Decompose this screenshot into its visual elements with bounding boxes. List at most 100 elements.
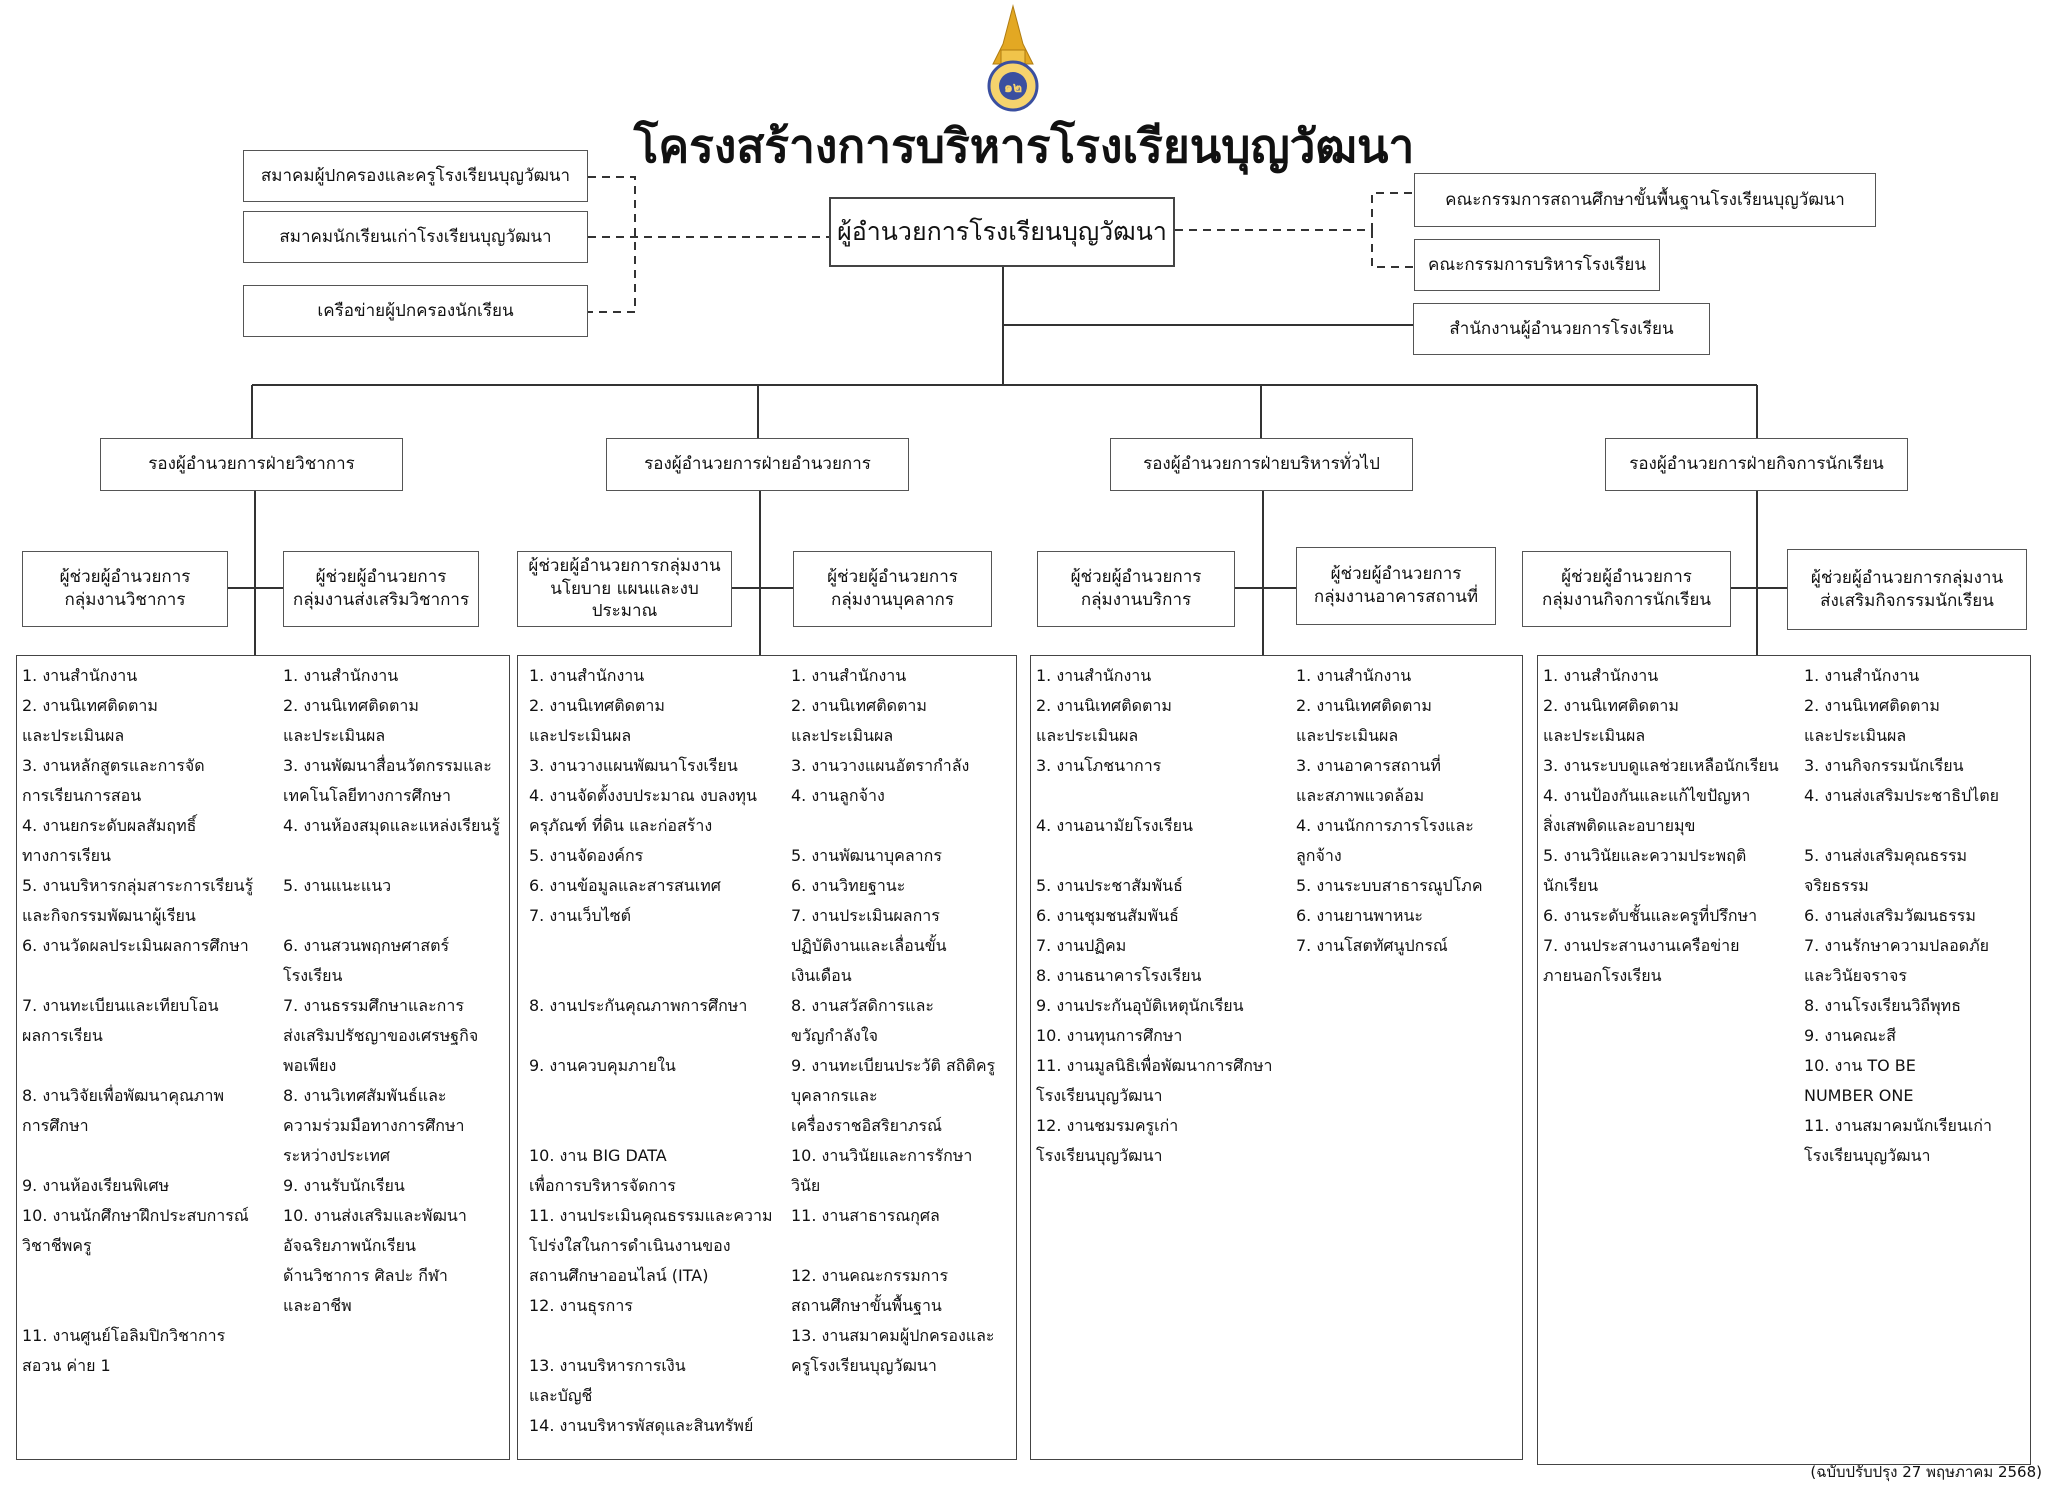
list-item: 4. งานห้องสมุดและแหล่งเรียนรู้: [283, 816, 500, 835]
list-item: 5. งานวินัยและความประพฤติ นักเรียน: [1543, 846, 1747, 895]
list-item: 10. งานนักศึกษาฝึกประสบการณ์ วิชาชีพครู: [22, 1206, 249, 1255]
task-list-student-activities: 1. งานสำนักงาน 2. งานนิเทศติดตาม และประเ…: [1804, 661, 2029, 1171]
list-item: 8. งานสวัสดิการและ ขวัญกำลังใจ: [791, 996, 934, 1045]
list-item: 8. งานวิเทศสัมพันธ์และ ความร่วมมือทางการ…: [283, 1086, 465, 1165]
list-item: 12. งานธุรการ: [529, 1296, 633, 1315]
deputy-student-affairs: รองผู้อำนวยการฝ่ายกิจการนักเรียน: [1605, 438, 1908, 491]
list-item: 6. งานยานพาหนะ: [1296, 906, 1423, 925]
list-item: 4. งานจัดตั้งงบประมาณ งบลงทุน ครุภัณฑ์ ท…: [529, 786, 757, 835]
list-item: 2. งานนิเทศติดตาม และประเมินผล: [22, 696, 158, 745]
deputy-general-affairs: รองผู้อำนวยการฝ่ายบริหารทั่วไป: [1110, 438, 1413, 491]
task-list-personnel: 1. งานสำนักงาน 2. งานนิเทศติดตาม และประเ…: [791, 661, 1015, 1381]
list-item: 7. งานทะเบียนและเทียบโอน ผลการเรียน: [22, 996, 219, 1045]
list-item: 10. งาน BIG DATA เพื่อการบริหารจัดการ: [529, 1146, 676, 1195]
list-item: 5. งานระบบสาธารณูปโภค: [1296, 876, 1483, 895]
assistant-student-affairs: ผู้ช่วยผู้อำนวยการ กลุ่มงานกิจการนักเรีย…: [1522, 551, 1731, 627]
list-item: 7. งานโสตทัศนูปกรณ์: [1296, 936, 1448, 955]
task-list-services: 1. งานสำนักงาน 2. งานนิเทศติดตาม และประเ…: [1036, 661, 1286, 1171]
list-item: 5. งานจัดองค์กร: [529, 846, 644, 865]
list-item: 3. งานกิจกรรมนักเรียน: [1804, 756, 1964, 775]
list-item: 6. งานวัดผลประเมินผลการศึกษา: [22, 936, 249, 955]
list-item: 10. งานวินัยและการรักษา วินัย: [791, 1146, 973, 1195]
list-item: 3. งานระบบดูแลช่วยเหลือนักเรียน: [1543, 756, 1779, 775]
list-item: 12. งานชมรมครูเก่า โรงเรียนบุญวัฒนา: [1036, 1116, 1179, 1165]
list-item: 13. งานสมาคมผู้ปกครองและ ครูโรงเรียนบุญว…: [791, 1326, 995, 1375]
list-item: 1. งานสำนักงาน: [1296, 666, 1412, 685]
assistant-personnel: ผู้ช่วยผู้อำนวยการ กลุ่มงานบุคลากร: [793, 551, 992, 627]
list-item: 6. งานระดับชั้นและครูที่ปรึกษา: [1543, 906, 1758, 925]
list-item: 9. งานห้องเรียนพิเศษ: [22, 1176, 170, 1195]
list-item: 9. งานคณะสี: [1804, 1026, 1896, 1045]
list-item: 8. งานโรงเรียนวิถีพุทธ: [1804, 996, 1961, 1015]
list-item: 2. งานนิเทศติดตาม และประเมินผล: [1543, 696, 1679, 745]
list-item: 7. งานรักษาความปลอดภัย และวินัยจราจร: [1804, 936, 1989, 985]
list-item: 14. งานบริหารพัสดุและสินทรัพย์: [529, 1416, 754, 1435]
list-item: 5. งานแนะแนว: [283, 876, 392, 895]
panel-student-affairs: [1537, 655, 2031, 1465]
committee-school-admin: คณะกรรมการบริหารโรงเรียน: [1414, 239, 1660, 291]
association-parents-teachers: สมาคมผู้ปกครองและครูโรงเรียนบุญวัฒนา: [243, 150, 588, 202]
list-item: 1. งานสำนักงาน: [1036, 666, 1152, 685]
list-item: 3. งานอาคารสถานที่ และสภาพแวดล้อม: [1296, 756, 1441, 805]
list-item: 7. งานธรรมศึกษาและการ ส่งเสริมปรัชญาของเ…: [283, 996, 479, 1075]
director-box: ผู้อำนวยการโรงเรียนบุญวัฒนา: [829, 197, 1175, 267]
list-item: 9. งานทะเบียนประวัติ สถิติครู บุคลากรและ…: [791, 1056, 996, 1135]
list-item: 3. งานวางแผนพัฒนาโรงเรียน: [529, 756, 738, 775]
list-item: 8. งานวิจัยเพื่อพัฒนาคุณภาพ การศึกษา: [22, 1086, 224, 1135]
list-item: 6. งานสวนพฤกษศาสตร์ โรงเรียน: [283, 936, 450, 985]
network-parents: เครือข่ายผู้ปกครองนักเรียน: [243, 285, 588, 337]
list-item: 7. งานปฏิคม: [1036, 936, 1127, 955]
list-item: 5. งานพัฒนาบุคลากร: [791, 846, 942, 865]
association-alumni: สมาคมนักเรียนเก่าโรงเรียนบุญวัฒนา: [243, 211, 588, 263]
list-item: 1. งานสำนักงาน: [529, 666, 645, 685]
list-item: 11. งานสมาคมนักเรียนเก่า โรงเรียนบุญวัฒน…: [1804, 1116, 1992, 1165]
assistant-services: ผู้ช่วยผู้อำนวยการ กลุ่มงานบริการ: [1037, 551, 1235, 627]
list-item: 8. งานประกันคุณภาพการศึกษา: [529, 996, 748, 1015]
deputy-academic: รองผู้อำนวยการฝ่ายวิชาการ: [100, 438, 403, 491]
list-item: 9. งานรับนักเรียน: [283, 1176, 405, 1195]
list-item: 6. งานข้อมูลและสารสนเทศ: [529, 876, 721, 895]
list-item: 9. งานควบคุมภายใน: [529, 1056, 676, 1075]
list-item: 2. งานนิเทศติดตาม และประเมินผล: [529, 696, 665, 745]
list-item: 8. งานธนาคารโรงเรียน: [1036, 966, 1202, 985]
list-item: 10. งาน TO BE NUMBER ONE: [1804, 1056, 1916, 1105]
list-item: 6. งานชุมชนสัมพันธ์: [1036, 906, 1179, 925]
assistant-academic-promotion: ผู้ช่วยผู้อำนวยการ กลุ่มงานส่งเสริมวิชาก…: [283, 551, 479, 627]
list-item: 2. งานนิเทศติดตาม และประเมินผล: [1296, 696, 1432, 745]
list-item: 5. งานบริหารกลุ่มสาระการเรียนรู้ และกิจก…: [22, 876, 254, 925]
task-list-academic: 1. งานสำนักงาน 2. งานนิเทศติดตาม และประเ…: [22, 661, 272, 1381]
committee-basic-education: คณะกรรมการสถานศึกษาขั้นพื้นฐานโรงเรียนบุ…: [1414, 173, 1876, 227]
list-item: 11. งานศูนย์โอลิมปิกวิชาการ สอวน ค่าย 1: [22, 1326, 226, 1375]
list-item: 4. งานยกระดับผลสัมฤทธิ์ ทางการเรียน: [22, 816, 197, 865]
svg-text:๑๒: ๑๒: [1004, 80, 1022, 96]
task-list-buildings: 1. งานสำนักงาน 2. งานนิเทศติดตาม และประเ…: [1296, 661, 1520, 961]
task-list-student-affairs: 1. งานสำนักงาน 2. งานนิเทศติดตาม และประเ…: [1543, 661, 1798, 991]
list-item: 7. งานประสานงานเครือข่าย ภายนอกโรงเรียน: [1543, 936, 1740, 985]
panel-academic: [16, 655, 510, 1460]
task-list-academic-promotion: 1. งานสำนักงาน 2. งานนิเทศติดตาม และประเ…: [283, 661, 508, 1321]
list-item: 4. งานส่งเสริมประชาธิปไตย: [1804, 786, 1999, 805]
list-item: 11. งานประเมินคุณธรรมและความ โปร่งใสในกา…: [529, 1206, 773, 1285]
revision-note: (ฉบับปรับปรุง 27 พฤษภาคม 2568): [1810, 1463, 2042, 1481]
list-item: 4. งานลูกจ้าง: [791, 786, 885, 805]
list-item: 6. งานวิทยฐานะ: [791, 876, 906, 895]
list-item: 2. งานนิเทศติดตาม และประเมินผล: [791, 696, 927, 745]
panel-administration: [517, 655, 1017, 1460]
list-item: 7. งานประเมินผลการ ปฏิบัติงานและเลื่อนขั…: [791, 906, 947, 985]
list-item: 4. งานนักการภารโรงและ ลูกจ้าง: [1296, 816, 1474, 865]
list-item: 2. งานนิเทศติดตาม และประเมินผล: [1036, 696, 1172, 745]
list-item: 6. งานส่งเสริมวัฒนธรรม: [1804, 906, 1976, 925]
list-item: 3. งานพัฒนาสื่อนวัตกรรมและ เทคโนโลยีทางก…: [283, 756, 492, 805]
panel-general-affairs: [1030, 655, 1523, 1460]
list-item: 4. งานอนามัยโรงเรียน: [1036, 816, 1193, 835]
list-item: 9. งานประกันอุบัติเหตุนักเรียน: [1036, 996, 1244, 1015]
list-item: 5. งานส่งเสริมคุณธรรม จริยธรรม: [1804, 846, 1968, 895]
list-item: 13. งานบริหารการเงิน และบัญชี: [529, 1356, 686, 1405]
assistant-academic: ผู้ช่วยผู้อำนวยการ กลุ่มงานวิชาการ: [22, 551, 228, 627]
list-item: 1. งานสำนักงาน: [22, 666, 138, 685]
list-item: 1. งานสำนักงาน: [1804, 666, 1920, 685]
list-item: 2. งานนิเทศติดตาม และประเมินผล: [1804, 696, 1940, 745]
assistant-student-activities: ผู้ช่วยผู้อำนวยการกลุ่มงาน ส่งเสริมกิจกร…: [1787, 549, 2027, 630]
list-item: 3. งานหลักสูตรและการจัด การเรียนการสอน: [22, 756, 205, 805]
